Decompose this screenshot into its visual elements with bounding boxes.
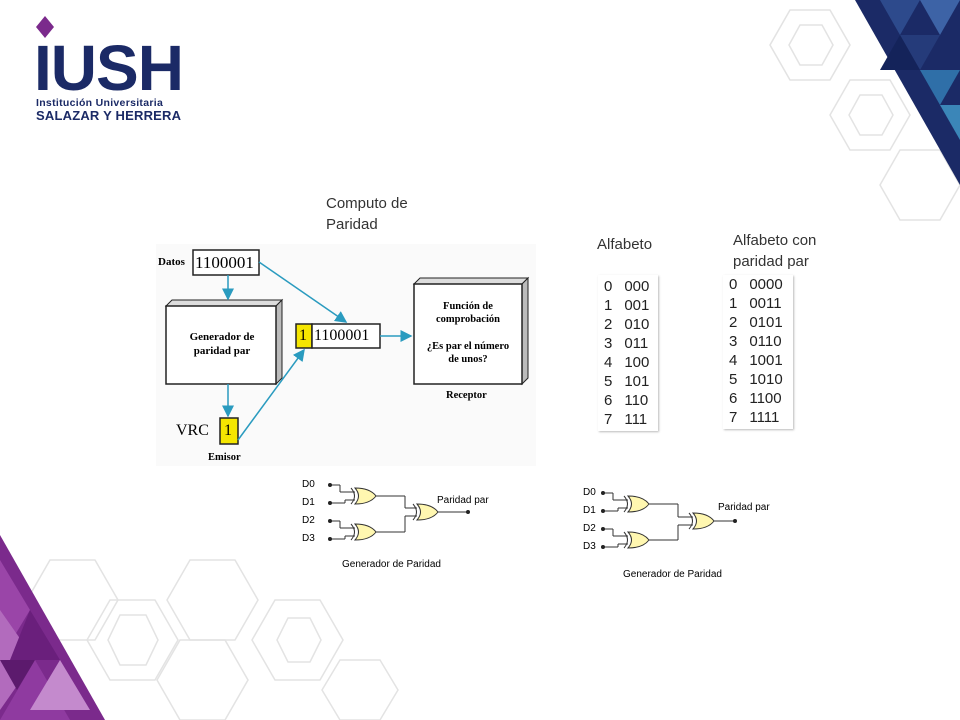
gate2-input-d0: D0 <box>583 487 596 498</box>
alfabeto-number: 7 <box>604 411 613 428</box>
alfabeto-par-number: 6 <box>729 390 738 407</box>
alfabeto-par-code: 0000 <box>749 276 783 293</box>
check-title: Función de comprobación <box>436 301 500 325</box>
alfabeto-code: 001 <box>624 297 650 314</box>
parity-bit: 1 <box>299 327 307 344</box>
alfabeto-code: 101 <box>624 373 650 390</box>
datos-value: 1100001 <box>195 253 254 272</box>
vrc-label: VRC <box>176 422 209 439</box>
alfabeto-par-row: 3 0110 <box>729 332 793 351</box>
alfabeto-par-number: 7 <box>729 409 738 426</box>
caption-alfabeto-par: Alfabeto con paridad par <box>733 232 817 270</box>
alfabeto-par-code: 1010 <box>749 371 783 388</box>
alfabeto-par-row: 4 1001 <box>729 351 793 370</box>
logo-line1: Institución Universitaria <box>36 97 164 109</box>
caption-alfabeto: Alfabeto <box>597 236 653 253</box>
alfabeto-par-number: 3 <box>729 333 738 350</box>
alfabeto-par-row: 6 1100 <box>729 389 793 408</box>
gate1-output-label: Paridad par <box>437 495 489 506</box>
gate-circuit-1: D0 D1 D2 D3 Paridad par Generador de Par… <box>300 475 510 575</box>
alfabeto-number: 0 <box>604 278 613 295</box>
gate-circuit-1-drawing <box>328 483 470 541</box>
check-question: ¿Es par el número de unos? <box>426 341 510 365</box>
alfabeto-code: 000 <box>624 278 650 295</box>
alfabeto-row: 3 011 <box>604 334 658 353</box>
alfabeto-par-row: 7 1111 <box>729 408 793 427</box>
gate1-input-d1: D1 <box>302 497 315 508</box>
alfabeto-number: 4 <box>604 354 613 371</box>
alfabeto-number: 1 <box>604 297 613 314</box>
alfabeto-par-number: 5 <box>729 371 738 388</box>
alfabeto-number: 5 <box>604 373 613 390</box>
alfabeto-row: 6 110 <box>604 391 658 410</box>
alfabeto-par-code: 1111 <box>749 409 780 426</box>
gate-circuit-2-drawing <box>601 491 737 549</box>
receptor-label: Receptor <box>446 390 487 401</box>
parity-diagram: Datos 1100001 Generador de paridad par 1… <box>156 244 536 466</box>
logo <box>28 14 198 124</box>
alfabeto-row: 4 100 <box>604 353 658 372</box>
alfabeto-row: 1 001 <box>604 296 658 315</box>
vrc-value: 1 <box>224 422 232 439</box>
alfabeto-par-code: 1001 <box>749 352 783 369</box>
alfabeto-par-number: 1 <box>729 295 738 312</box>
generator-label: Generador de paridad par <box>189 331 255 357</box>
alfabeto-number: 2 <box>604 316 613 333</box>
gate2-input-d2: D2 <box>583 523 596 534</box>
alfabeto-code: 010 <box>624 316 650 333</box>
caption-computo: Computo de Paridad <box>326 195 408 233</box>
gate1-input-d3: D3 <box>302 533 315 544</box>
alfabeto-par-code: 0011 <box>749 295 782 312</box>
gate1-title: Generador de Paridad <box>342 559 441 570</box>
alfabeto-row: 7 111 <box>604 410 658 429</box>
alfabeto-code: 100 <box>624 354 650 371</box>
logo-wordmark: IUSH <box>34 32 184 104</box>
gate-circuit-2: D0 D1 D2 D3 Paridad par Generador de Par… <box>583 485 793 585</box>
logo-diamond-icon <box>36 16 54 38</box>
alfabeto-par-row: 5 1010 <box>729 370 793 389</box>
gate2-output-label: Paridad par <box>718 502 770 513</box>
gate2-input-d1: D1 <box>583 505 596 516</box>
alfabeto-row: 5 101 <box>604 372 658 391</box>
alfabeto-code: 110 <box>624 392 649 409</box>
emisor-label: Emisor <box>208 452 241 463</box>
alfabeto-number: 3 <box>604 335 613 352</box>
gate2-title: Generador de Paridad <box>623 569 722 580</box>
alfabeto-code: 111 <box>624 411 648 428</box>
alfabeto-par-number: 0 <box>729 276 738 293</box>
gate1-input-d0: D0 <box>302 479 315 490</box>
parity-diagram-lines <box>164 249 530 445</box>
alfabeto-par-number: 4 <box>729 352 738 369</box>
alfabeto-par-row: 2 0101 <box>729 313 793 332</box>
alfabeto-par-number: 2 <box>729 314 738 331</box>
transmitted-value: 1100001 <box>314 327 370 344</box>
logo-line2: SALAZAR Y HERRERA <box>36 108 182 123</box>
alfabeto-number: 6 <box>604 392 613 409</box>
datos-label: Datos <box>158 256 185 268</box>
alfabeto-par-row: 1 0011 <box>729 294 793 313</box>
alfabeto-par-code: 0110 <box>749 333 782 350</box>
alfabeto-par-code: 1100 <box>749 390 782 407</box>
alfabeto-par-code: 0101 <box>749 314 783 331</box>
gate2-input-d3: D3 <box>583 541 596 552</box>
alfabeto-code: 011 <box>624 335 649 352</box>
gate1-input-d2: D2 <box>302 515 315 526</box>
